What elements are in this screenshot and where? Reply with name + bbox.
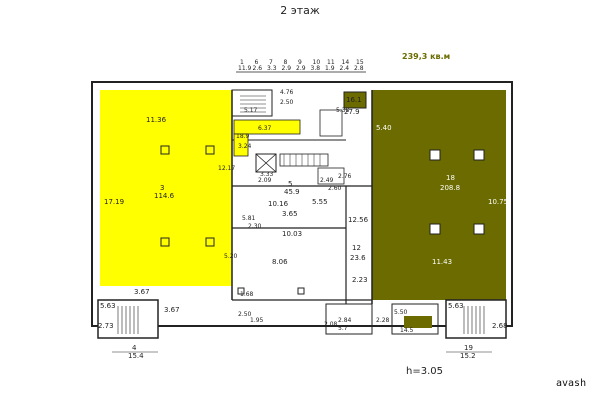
svg-text:15.2: 15.2: [460, 352, 476, 360]
dimension-label: 2.84: [338, 317, 352, 324]
svg-text:208.8: 208.8: [440, 184, 460, 192]
top-dim-value: 2.4: [340, 65, 350, 72]
top-dim-value: 11.9: [238, 65, 252, 72]
svg-text:3.67: 3.67: [164, 306, 180, 314]
svg-text:5: 5: [288, 180, 292, 188]
dimension-label: 2.28: [376, 317, 390, 324]
svg-text:16.1: 16.1: [346, 96, 362, 104]
top-dim-number: 14: [342, 59, 350, 66]
svg-text:12: 12: [352, 244, 361, 252]
dimension-label: 5.20: [224, 253, 238, 260]
svg-text:15.4: 15.4: [128, 352, 144, 360]
top-dim-number: 9: [298, 59, 302, 66]
svg-text:3.65: 3.65: [282, 210, 298, 218]
svg-text:5.63: 5.63: [100, 302, 116, 310]
dimension-label: 2.50: [280, 99, 294, 106]
top-dim-number: 10: [313, 59, 321, 66]
dimension-label: 4.76: [280, 89, 294, 96]
svg-text:23.6: 23.6: [350, 254, 366, 262]
top-dim-value: 3.8: [311, 65, 321, 72]
svg-text:3.67: 3.67: [134, 288, 150, 296]
dimension-label: 3.24: [238, 143, 252, 150]
dimension-label: 3.33: [260, 171, 274, 178]
svg-text:10.03: 10.03: [282, 230, 302, 238]
outer-wall: [91, 81, 513, 327]
dimension-label: 6.37: [258, 125, 272, 132]
dimension-label: 2.76: [338, 173, 352, 180]
svg-text:11.36: 11.36: [146, 116, 167, 124]
dimension-label: 12.17: [218, 165, 235, 172]
svg-text:18: 18: [446, 174, 455, 182]
svg-text:12.56: 12.56: [348, 216, 369, 224]
top-dim-value: 2.9: [282, 65, 292, 72]
dimension-label: 1.95: [250, 317, 264, 324]
dimension-label: 2.60: [328, 185, 342, 192]
top-dimensions: 111.962.673.382.992.9103.8111.9142.4152.…: [238, 59, 364, 72]
top-dim-number: 1: [240, 59, 244, 66]
svg-text:17.19: 17.19: [104, 198, 124, 206]
dimension-label: 5.38: [336, 107, 350, 114]
dimension-label: 2.08: [324, 321, 338, 328]
dimension-label: 5.7: [338, 325, 348, 332]
svg-text:19: 19: [464, 344, 473, 352]
top-dim-number: 15: [356, 59, 364, 66]
svg-text:8.06: 8.06: [272, 258, 288, 266]
top-dim-value: 2.6: [253, 65, 263, 72]
svg-text:2.68: 2.68: [492, 322, 508, 330]
dimension-label: 18.9: [236, 133, 250, 140]
room-labels: 11.36 3 114.6 17.19 3.67 5 45.9 10.16 5.…: [98, 96, 508, 360]
svg-text:2.23: 2.23: [352, 276, 368, 284]
top-dim-value: 2.8: [354, 65, 364, 72]
dimension-label: 2.49: [320, 177, 334, 184]
svg-text:114.6: 114.6: [154, 192, 175, 200]
dimension-label: 5.17: [244, 107, 258, 114]
svg-text:11.43: 11.43: [432, 258, 452, 266]
dimension-label: 2.50: [238, 311, 252, 318]
top-dim-number: 8: [284, 59, 288, 66]
svg-text:5.55: 5.55: [312, 198, 328, 206]
misc-dimensions: 6.37 2.50 4.76 5.38 3.332.09 5.81 12.17 2.30 5.2…: [218, 89, 414, 334]
ceiling-height-label: h=3.05: [406, 366, 443, 377]
olive-room: [372, 90, 506, 300]
top-dim-value: 3.3: [267, 65, 277, 72]
svg-text:2.73: 2.73: [98, 322, 114, 330]
svg-text:27.9: 27.9: [344, 108, 360, 116]
svg-text:3: 3: [160, 184, 164, 192]
svg-text:10.75: 10.75: [488, 198, 508, 206]
top-dim-value: 2.9: [296, 65, 306, 72]
dimension-label: 2.30: [248, 223, 262, 230]
svg-text:45.9: 45.9: [284, 188, 300, 196]
svg-text:5.63: 5.63: [448, 302, 464, 310]
svg-text:10.16: 10.16: [268, 200, 289, 208]
dimension-label: 5.50: [394, 309, 408, 316]
dimension-label: 2.09: [258, 177, 272, 184]
svg-text:4: 4: [132, 344, 137, 352]
dimension-label: 14.5: [400, 327, 414, 334]
area-label: 239,3 кв.м: [402, 52, 451, 61]
watermark: avash: [556, 378, 587, 389]
dimension-label: 1.68: [240, 291, 254, 298]
top-dim-number: 7: [269, 59, 273, 66]
top-dim-number: 6: [255, 59, 259, 66]
dimension-label: 5.81: [242, 215, 256, 222]
top-dim-value: 1.9: [325, 65, 335, 72]
left-stair: [97, 299, 159, 339]
svg-text:5.40: 5.40: [376, 124, 392, 132]
top-dim-number: 11: [327, 59, 335, 66]
floor-title: 2 этаж: [280, 4, 320, 17]
yellow-room: [100, 90, 232, 286]
